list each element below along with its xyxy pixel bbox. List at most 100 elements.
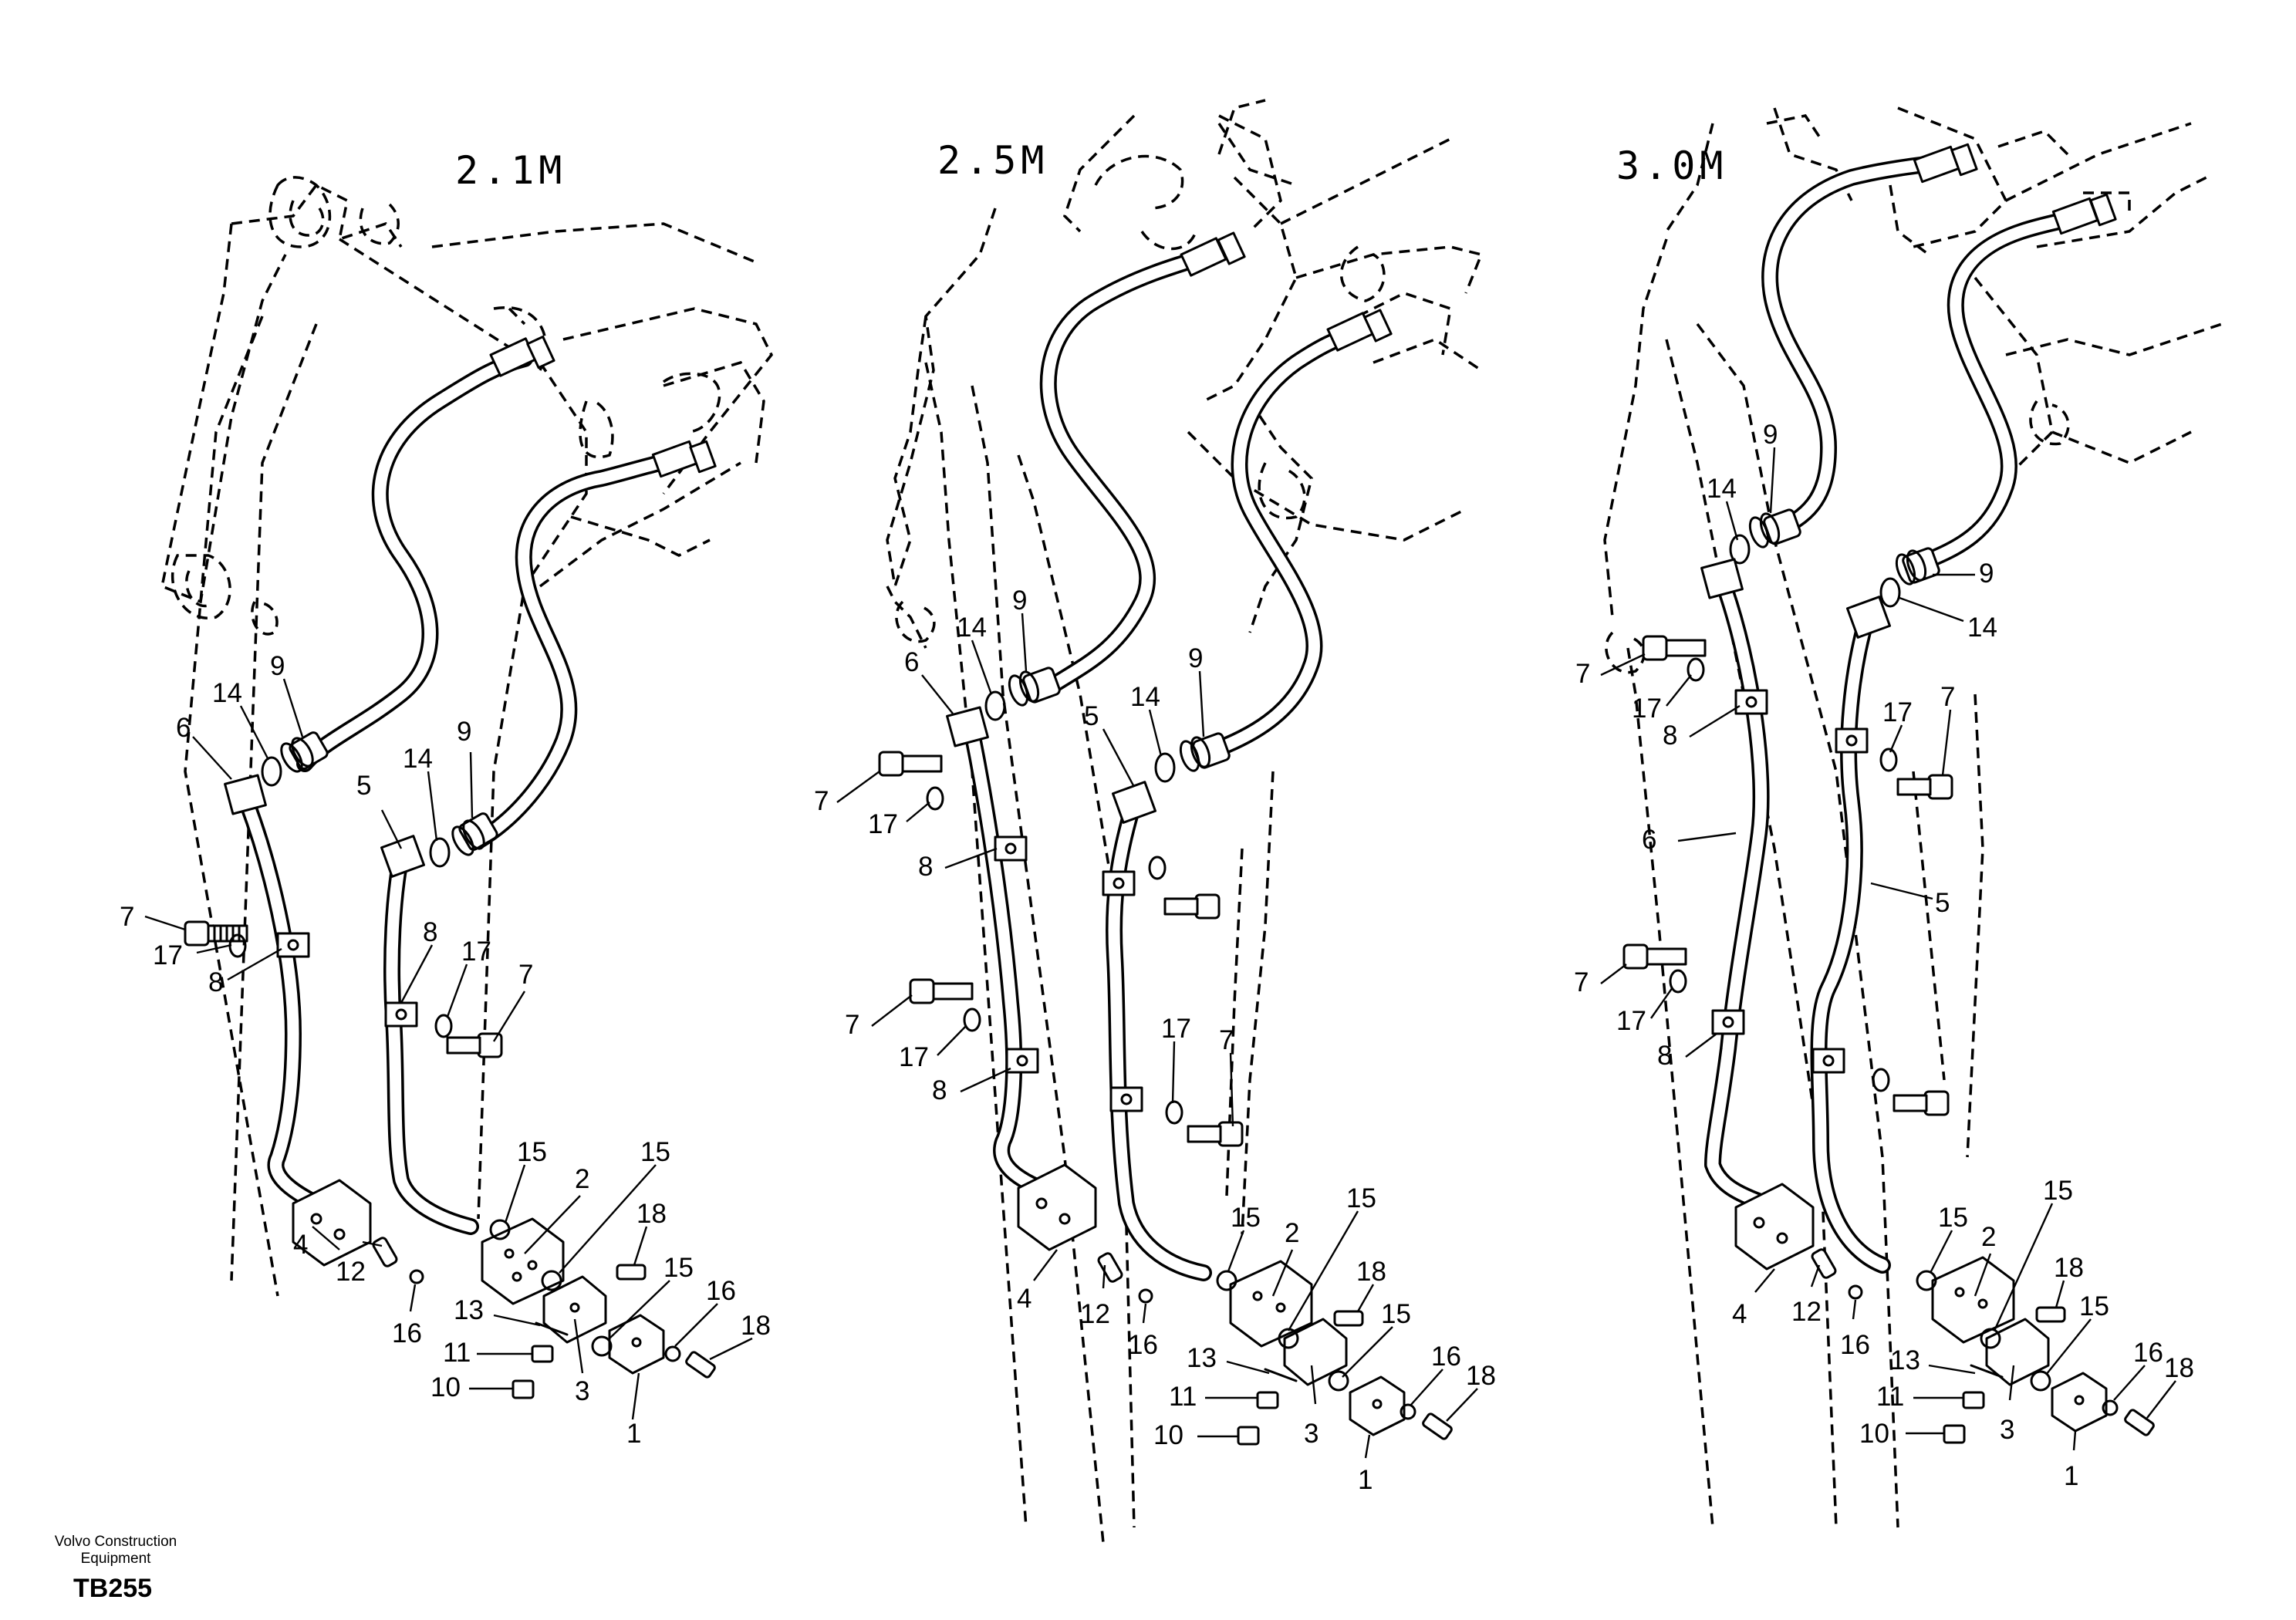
o-ring-14 — [1729, 534, 1751, 565]
variant-title: 2.5M — [937, 138, 1048, 183]
callout-15: 15 — [663, 1253, 694, 1283]
washer-16 — [1138, 1288, 1153, 1304]
callout-16: 16 — [1840, 1330, 1870, 1360]
clamp-8 — [1835, 727, 1869, 754]
clamp-8 — [1711, 1009, 1745, 1035]
hose-fitting-9 — [1179, 732, 1231, 772]
callout-7: 7 — [1574, 967, 1589, 997]
callout-1: 1 — [1358, 1465, 1373, 1495]
callout-14: 14 — [1707, 474, 1737, 504]
brand-line-1: Volvo Construction — [54, 1534, 177, 1550]
washer-16 — [409, 1269, 424, 1284]
washer-17 — [1687, 657, 1705, 682]
callout-13: 13 — [1187, 1343, 1217, 1373]
callout-3: 3 — [1304, 1419, 1319, 1449]
callout-9: 9 — [270, 651, 285, 681]
bolt-18 — [685, 1351, 716, 1379]
callout-7: 7 — [1219, 1025, 1234, 1055]
callout-8: 8 — [918, 852, 933, 882]
clamp-8 — [1109, 1086, 1143, 1112]
callout-15: 15 — [1346, 1183, 1376, 1213]
callout-16: 16 — [1431, 1342, 1461, 1372]
pipe-6 — [224, 774, 325, 1212]
flange-1 — [2051, 1372, 2108, 1433]
o-ring-14 — [261, 756, 282, 787]
callout-8: 8 — [423, 917, 437, 947]
pipe-5 — [380, 835, 479, 1235]
callout-14: 14 — [403, 744, 433, 774]
o-ring-15 — [2030, 1370, 2051, 1392]
brand-line-2: Equipment — [80, 1551, 151, 1567]
callout-17: 17 — [1882, 697, 1913, 727]
variant-title: 2.1M — [455, 148, 566, 193]
callout-2: 2 — [1981, 1222, 1996, 1252]
callout-17: 17 — [899, 1042, 929, 1072]
callout-5: 5 — [356, 771, 371, 801]
hose-lower — [1210, 309, 1393, 757]
washer-17 — [963, 1007, 981, 1032]
brand-label: Volvo Construction Equipment — [39, 1534, 193, 1568]
callout-7: 7 — [1575, 659, 1590, 689]
bolt-18 — [2035, 1306, 2066, 1323]
bolt-12 — [372, 1237, 398, 1267]
callout-1: 1 — [626, 1419, 641, 1449]
flange-1 — [608, 1314, 665, 1375]
callout-17: 17 — [1161, 1014, 1191, 1044]
bolt-7 — [184, 920, 248, 947]
callout-10: 10 — [1859, 1419, 1889, 1449]
callout-16: 16 — [1128, 1330, 1158, 1360]
washer-16 — [664, 1345, 681, 1362]
clamp-8 — [276, 932, 310, 958]
o-ring-15 — [1916, 1270, 1937, 1291]
bolt-7 — [1642, 635, 1707, 661]
pipe-5 — [1106, 781, 1212, 1281]
clamp-8 — [1005, 1048, 1039, 1074]
washer-17 — [434, 1014, 453, 1038]
callout-4: 4 — [1732, 1299, 1747, 1329]
variant-title: 3.0M — [1616, 143, 1727, 188]
o-ring-14 — [1879, 577, 1901, 608]
callout-9: 9 — [457, 717, 471, 747]
o-ring-15 — [1216, 1270, 1237, 1291]
bolt-7 — [1893, 1090, 1950, 1116]
pipe-5 — [1810, 596, 1892, 1274]
clamp-8 — [1811, 1048, 1845, 1074]
washer-17 — [926, 786, 944, 811]
callout-15: 15 — [2043, 1176, 2073, 1206]
callouts: 1 2 3 4 5 6 7 7 7 8 8 9 9 10 — [814, 586, 1496, 1495]
o-ring-15 — [489, 1219, 511, 1240]
callout-15: 15 — [1381, 1299, 1411, 1329]
washer-16 — [1400, 1403, 1416, 1420]
callout-8: 8 — [208, 967, 223, 997]
o-ring-14 — [429, 837, 451, 868]
o-ring-15 — [541, 1270, 562, 1291]
callout-18: 18 — [636, 1199, 667, 1229]
callout-9: 9 — [1979, 559, 1994, 589]
callout-14: 14 — [1967, 613, 1997, 643]
callout-8: 8 — [1657, 1041, 1672, 1071]
callout-16: 16 — [706, 1276, 736, 1306]
callout-16: 16 — [392, 1318, 422, 1348]
callout-12: 12 — [1080, 1299, 1110, 1329]
bolt-7 — [1163, 893, 1221, 920]
arm-outline — [1603, 106, 2223, 1528]
callout-3: 3 — [2000, 1415, 2014, 1445]
o-ring-15 — [591, 1335, 613, 1357]
callout-18: 18 — [1466, 1361, 1496, 1391]
variant-3-0m: 3.0M — [1574, 106, 2223, 1528]
callout-14: 14 — [212, 678, 242, 708]
clamp-8 — [1102, 870, 1136, 896]
callout-17: 17 — [868, 809, 898, 839]
pin-13 — [1970, 1364, 2004, 1379]
callout-4: 4 — [293, 1230, 308, 1260]
bolt-7 — [878, 751, 943, 777]
pipe-6 — [946, 706, 1058, 1200]
callout-6: 6 — [176, 713, 191, 743]
callout-2: 2 — [1285, 1218, 1299, 1248]
callout-2: 2 — [575, 1164, 589, 1194]
flange-4 — [1734, 1183, 1815, 1271]
hose-fitting-9 — [280, 731, 329, 773]
callout-10: 10 — [430, 1372, 461, 1402]
nut-10 — [512, 1379, 535, 1399]
